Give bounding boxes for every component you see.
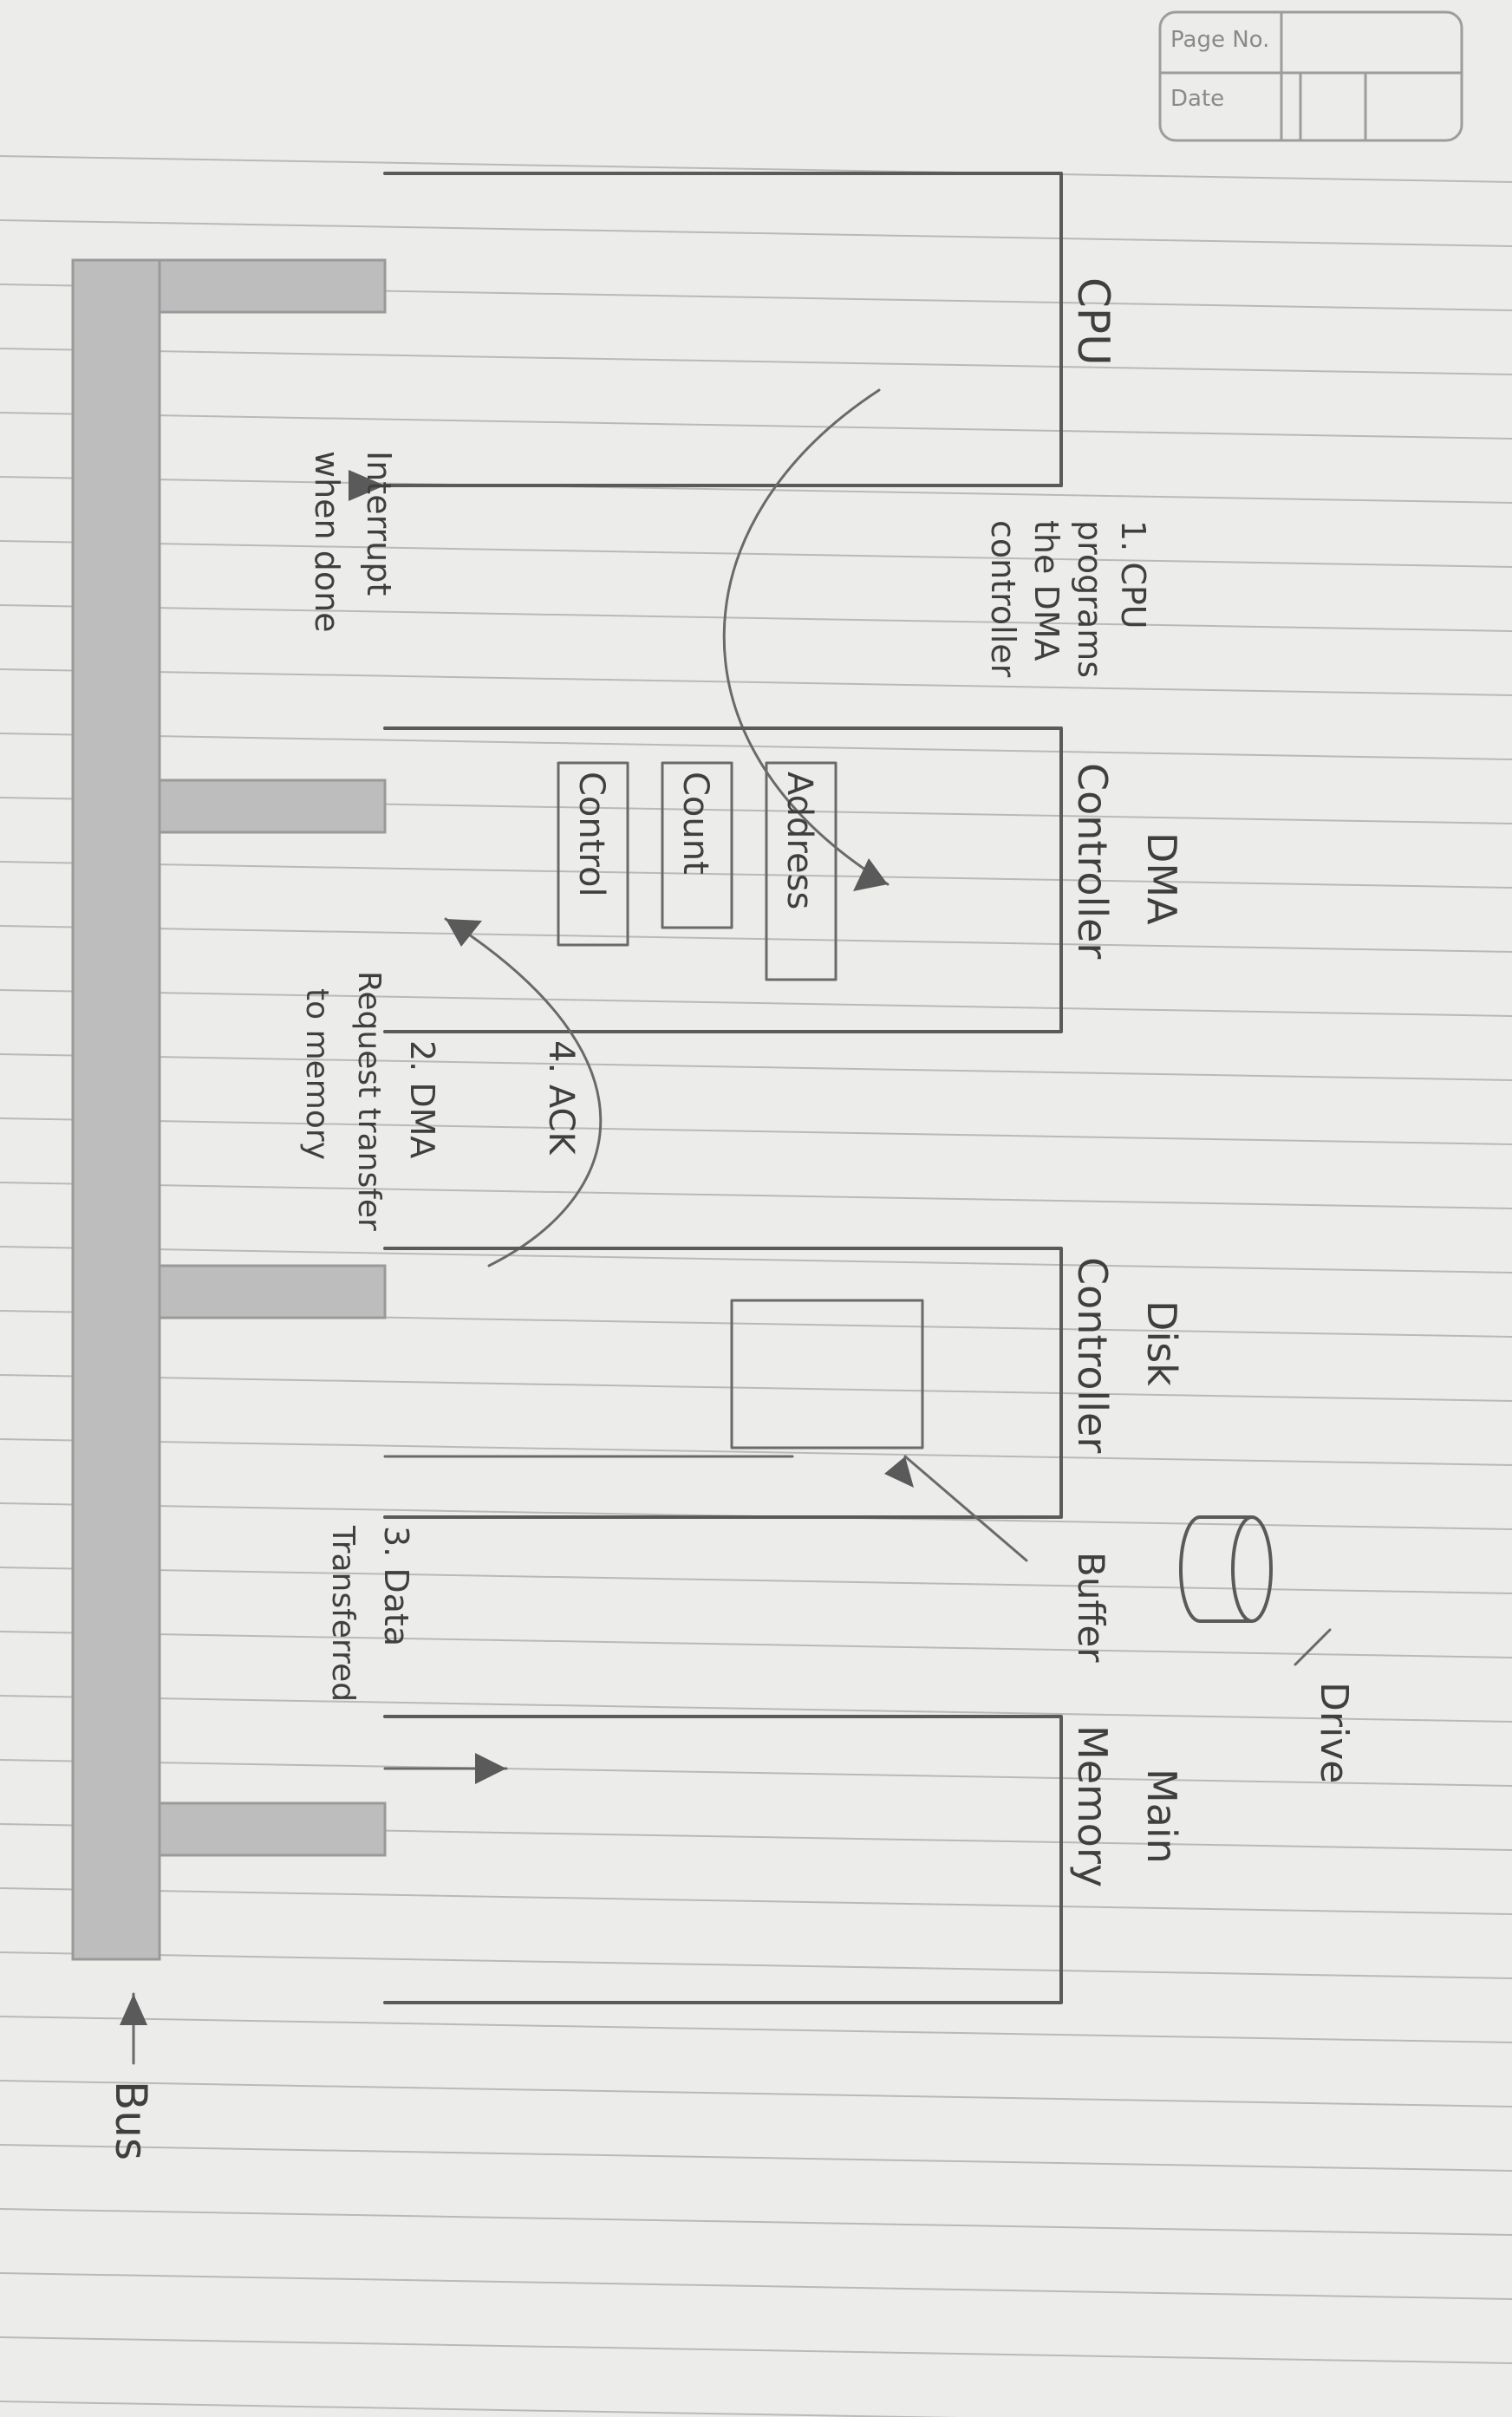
cpu-block: CPU <box>349 172 1118 501</box>
address-register-label: Address <box>779 772 819 909</box>
ruled-line <box>0 2336 1512 2364</box>
system-bus <box>71 258 387 1961</box>
step2-line1: 2. DMA <box>403 1040 441 1158</box>
step2-label: 2. DMA Request transfer to memory <box>299 971 441 1231</box>
ruled-line <box>0 733 1512 760</box>
ruled-line <box>0 1759 1512 1787</box>
ruled-line <box>0 989 1512 1017</box>
program-arrowhead-icon <box>853 858 888 891</box>
ruled-line <box>0 1246 1512 1274</box>
drive-pointer <box>1294 1628 1332 1666</box>
ruled-line <box>0 1117 1512 1145</box>
count-register-label: Count <box>675 772 715 875</box>
dma-label-line2: Controller <box>1069 763 1116 959</box>
step1-label: 1. CPU programs the DMA controller <box>984 520 1152 678</box>
dma-label-line1: DMA <box>1138 832 1185 925</box>
control-register-label: Control <box>571 772 611 897</box>
ruled-line <box>0 604 1512 632</box>
ruled-line <box>0 2272 1512 2300</box>
memory-label-line1: Main <box>1138 1769 1185 1864</box>
ruled-line <box>0 155 1512 183</box>
bus-label-group: Bus <box>106 1992 156 2160</box>
date-label: Date <box>1170 86 1224 112</box>
ruled-line <box>0 2144 1512 2172</box>
memory-label-line2: Memory <box>1069 1725 1116 1887</box>
step3-line1: 3. Data <box>377 1526 415 1646</box>
step2-line3: to memory <box>299 988 335 1160</box>
interrupt-label: Interrupt when done <box>308 451 398 633</box>
step3-label: 3. Data Transferred <box>325 1525 415 1702</box>
ack-arrow <box>444 917 603 1267</box>
disk-buffer <box>730 1299 924 1450</box>
cpu-bus-arrow-icon <box>349 470 385 501</box>
buffer-pointer-icon <box>884 1456 914 1488</box>
ruled-line <box>0 348 1512 375</box>
ruled-line <box>0 1053 1512 1081</box>
address-register <box>765 761 837 981</box>
disk-label-line1: Disk <box>1138 1300 1185 1386</box>
ruled-line <box>0 1887 1512 1915</box>
buffer-label: Buffer <box>1070 1552 1112 1663</box>
ruled-line <box>0 2401 958 2417</box>
control-register <box>557 761 629 947</box>
ruled-line <box>0 219 1512 247</box>
ack-arrowhead-icon <box>446 919 482 947</box>
step2-line2: Request transfer <box>351 971 387 1231</box>
ruled-line <box>0 476 1512 504</box>
bus-label: Bus <box>106 2081 156 2160</box>
drive-label: Drive <box>1312 1682 1356 1783</box>
step4-label: 4. ACK <box>541 1040 581 1156</box>
page-number-label: Page No. <box>1170 27 1269 53</box>
ruled-line <box>0 1567 1512 1594</box>
ruled-line <box>0 1374 1512 1402</box>
ruled-line <box>0 412 1512 440</box>
ruled-line <box>0 1182 1512 1209</box>
dma-controller-block: DMA Controller Address Count Control <box>383 726 1185 1033</box>
ruled-line <box>0 668 1512 696</box>
interrupt-line1: Interrupt <box>360 451 398 596</box>
drive: Drive <box>1179 1515 1356 1783</box>
cpu-label: CPU <box>1068 277 1118 366</box>
disk-label-line2: Controller <box>1069 1257 1116 1453</box>
ruled-line <box>0 861 1512 889</box>
step1-line3: the DMA <box>1027 520 1066 661</box>
step3-line2: Transferred <box>325 1525 361 1702</box>
ruled-line <box>0 925 1512 953</box>
ruled-line <box>0 2208 1512 2236</box>
ruled-line <box>0 1438 1512 1466</box>
ruled-line <box>0 1695 1512 1723</box>
ruled-line <box>0 540 1512 568</box>
interrupt-line2: when done <box>308 451 346 633</box>
memory-arrowhead-icon <box>475 1753 506 1784</box>
ruled-line <box>0 1951 1512 1979</box>
ruled-line <box>0 2080 1512 2108</box>
disk-controller-block: Disk Controller Buffer <box>383 1247 1185 1663</box>
program-arrow <box>722 388 890 886</box>
count-register <box>661 761 733 929</box>
page-stamp: Page No. Date <box>1158 10 1463 142</box>
ruled-line <box>0 1631 1512 1658</box>
bus-pointer-icon <box>120 1994 147 2025</box>
buffer-pointer <box>903 1455 1028 1562</box>
main-memory-block: Main Memory <box>383 1715 1185 2004</box>
ruled-line <box>0 2016 1512 2043</box>
step1-line1: 1. CPU <box>1114 520 1152 629</box>
step1-line2: programs <box>1071 520 1109 678</box>
step1-line4: controller <box>984 520 1022 678</box>
